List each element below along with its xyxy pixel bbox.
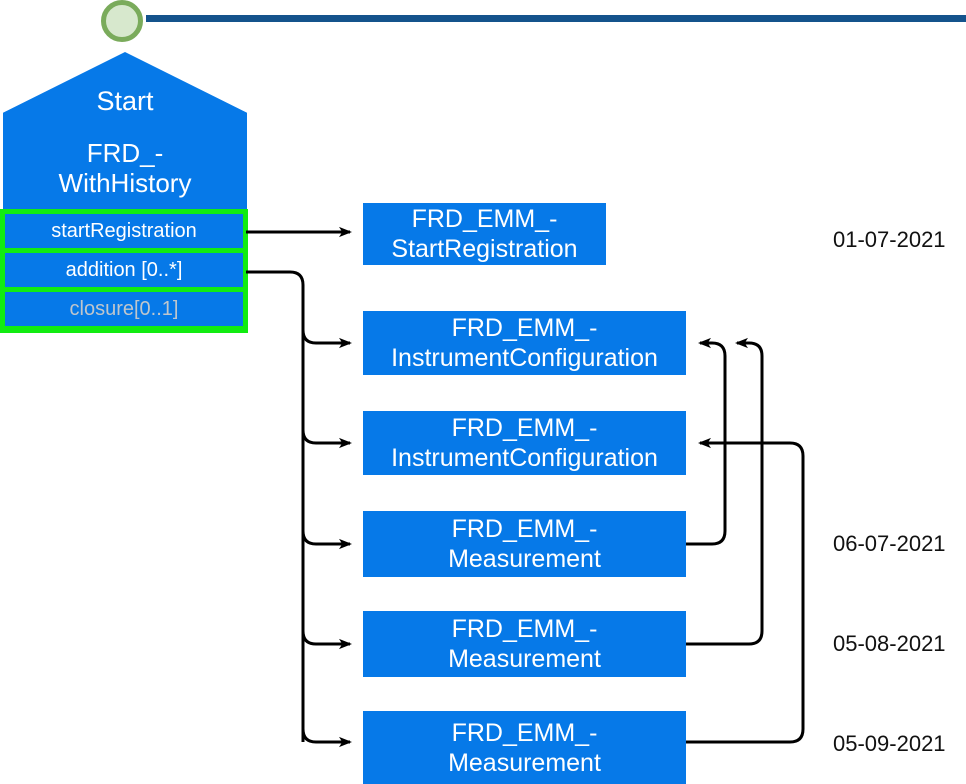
start-node-compartment: startRegistration addition [0..*] closur…: [0, 209, 248, 333]
edge-addition-to-instrumentconfiguration-2: [301, 429, 352, 449]
date-label-4: 05-09-2021: [833, 731, 946, 756]
compartment-row-startregistration[interactable]: startRegistration: [5, 214, 243, 248]
start-node[interactable]: Start FRD_- WithHistory: [3, 52, 247, 212]
start-node-title: Start: [96, 86, 154, 116]
node-label: FRD_EMM_- InstrumentConfiguration: [391, 314, 658, 372]
timeline-line: [146, 15, 966, 22]
compartment-row-addition[interactable]: addition [0..*]: [5, 253, 243, 287]
node-frd-emm-instrumentconfiguration-1[interactable]: FRD_EMM_- InstrumentConfiguration: [363, 311, 686, 375]
edge-addition-to-measurement-3: [301, 728, 352, 748]
date-label-1: 01-07-2021: [833, 227, 946, 252]
edge-measurement-1-to-instrumentconfiguration-1: [686, 337, 727, 546]
node-label: FRD_EMM_- Measurement: [448, 718, 601, 777]
node-frd-emm-measurement-3[interactable]: FRD_EMM_- Measurement: [363, 711, 686, 784]
edge-measurement-2-to-instrumentconfiguration-1: [686, 337, 764, 646]
edge-addition-to-instrumentconfiguration-1: [301, 329, 352, 349]
edge-addition-to-measurement-2: [301, 630, 352, 650]
edge-measurement-3-to-instrumentconfiguration-2: [686, 437, 805, 744]
date-label-2: 06-07-2021: [833, 531, 946, 556]
node-frd-emm-measurement-1[interactable]: FRD_EMM_- Measurement: [363, 511, 686, 577]
edge-addition-trunk: [246, 270, 305, 742]
node-frd-emm-startregistration[interactable]: FRD_EMM_- StartRegistration: [363, 203, 606, 265]
node-label: FRD_EMM_- Measurement: [448, 615, 601, 673]
node-label: FRD_EMM_- StartRegistration: [391, 205, 578, 263]
node-frd-emm-measurement-2[interactable]: FRD_EMM_- Measurement: [363, 611, 686, 677]
node-label: FRD_EMM_- Measurement: [448, 515, 601, 573]
node-frd-emm-instrumentconfiguration-2[interactable]: FRD_EMM_- InstrumentConfiguration: [363, 411, 686, 475]
node-label: FRD_EMM_- InstrumentConfiguration: [391, 414, 658, 472]
date-label-3: 05-08-2021: [833, 631, 946, 656]
compartment-row-closure[interactable]: closure[0..1]: [5, 292, 243, 326]
start-node-name: FRD_- WithHistory: [58, 138, 192, 198]
edge-addition-to-measurement-1: [301, 530, 352, 550]
timeline-start-circle-icon: [101, 0, 143, 42]
